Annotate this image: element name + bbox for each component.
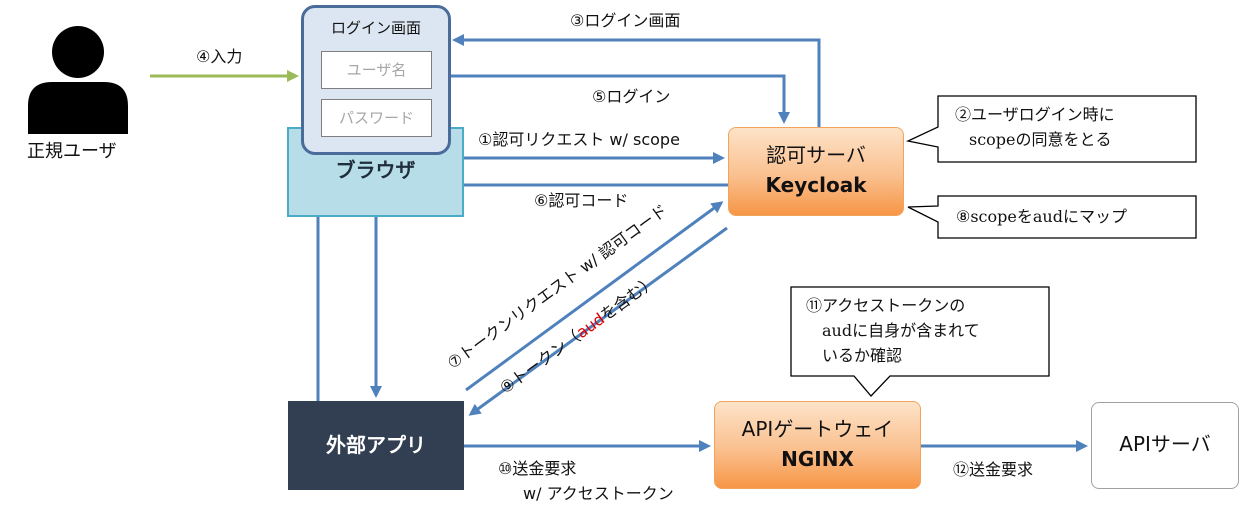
callout-consent-line2: scopeの同意をとる xyxy=(969,130,1112,149)
edge-label-login-screen: ③ログイン画面 xyxy=(570,11,681,30)
arrow-login-screen xyxy=(452,34,821,127)
user-silhouette-icon xyxy=(22,22,134,134)
callout-scope-map-bubble xyxy=(907,195,1197,239)
login-window: ログイン画面 ユーザ名 パスワード xyxy=(301,5,451,155)
auth-server-title: 認可サーバ xyxy=(766,143,866,167)
username-field[interactable]: ユーザ名 xyxy=(321,51,432,89)
edge-label-auth-request: ①認可リクエスト w/ scope xyxy=(478,130,680,149)
api-gateway-product: NGINX xyxy=(781,447,854,471)
edge-label-login: ⑤ログイン xyxy=(592,87,671,106)
callout-aud-check-line3: いるか確認 xyxy=(822,346,903,365)
edge-label-input: ④入力 xyxy=(196,47,243,66)
external-app-box: 外部アプリ xyxy=(288,401,464,490)
external-app-label: 外部アプリ xyxy=(326,433,426,457)
auth-server-product: Keycloak xyxy=(765,173,867,197)
arrow-token-request xyxy=(465,201,724,392)
callout-aud-check-line2: audに自身が含まれて xyxy=(822,321,980,340)
user-label: 正規ユーザ xyxy=(27,141,117,162)
arrow-token xyxy=(468,226,728,416)
api-gateway-title: APIゲートウェイ xyxy=(741,417,894,441)
edge-label-api-request: ⑫送金要求 xyxy=(953,460,1034,479)
arrow-login xyxy=(451,74,790,124)
callout-consent-line1: ②ユーザログイン時に xyxy=(955,105,1115,124)
login-window-title: ログイン画面 xyxy=(330,19,421,37)
callout-consent-bubble xyxy=(905,95,1197,163)
callout-aud-check-bubble xyxy=(790,286,1050,397)
edge-label-with-access-token: w/ アクセストークン xyxy=(523,484,674,503)
api-gateway-box: APIゲートウェイ NGINX xyxy=(714,401,921,489)
auth-server-box: 認可サーバ Keycloak xyxy=(728,127,904,216)
edge-label-transfer-request: ⑩送金要求 xyxy=(498,459,577,478)
password-field[interactable]: パスワード xyxy=(321,99,432,137)
callout-scope-map: ⑧scopeをaudにマップ xyxy=(956,207,1127,226)
api-server-label: APIサーバ xyxy=(1119,432,1211,456)
api-server-box: APIサーバ xyxy=(1091,402,1239,489)
edge-label-auth-code: ⑥認可コード xyxy=(534,191,629,210)
callout-aud-check-line1: ⑪アクセストークンの xyxy=(806,296,966,315)
browser-label: ブラウザ xyxy=(335,158,416,182)
